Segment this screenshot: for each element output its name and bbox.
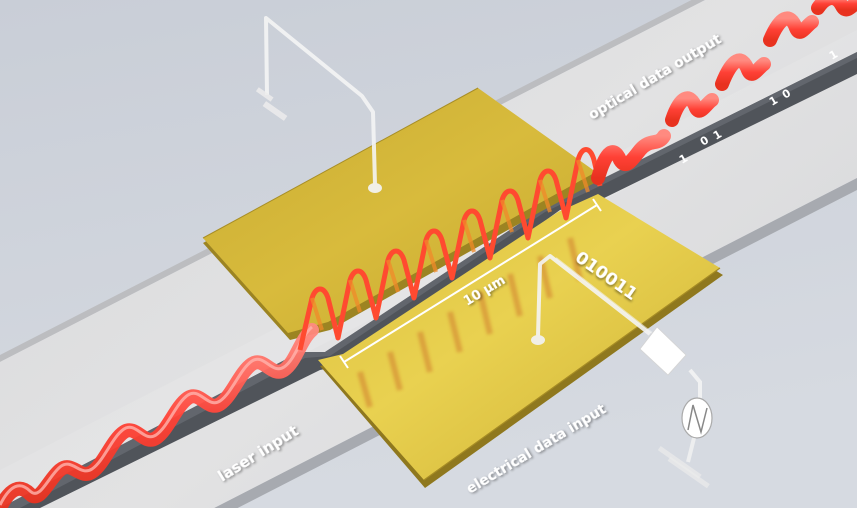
length-scale-bar [339,198,602,369]
laser-input-wave [0,323,319,508]
lower-gold-electrode [318,194,723,488]
ridge-waveguide [0,52,857,508]
upper-gold-electrode [202,87,600,340]
wave-reflection [357,237,583,408]
upper-probe [255,16,382,193]
lower-probe [531,254,657,345]
ac-source-icon [657,397,713,489]
modulated-wave [297,147,603,351]
driver-box [639,326,702,398]
optical-output-wave [591,0,857,185]
